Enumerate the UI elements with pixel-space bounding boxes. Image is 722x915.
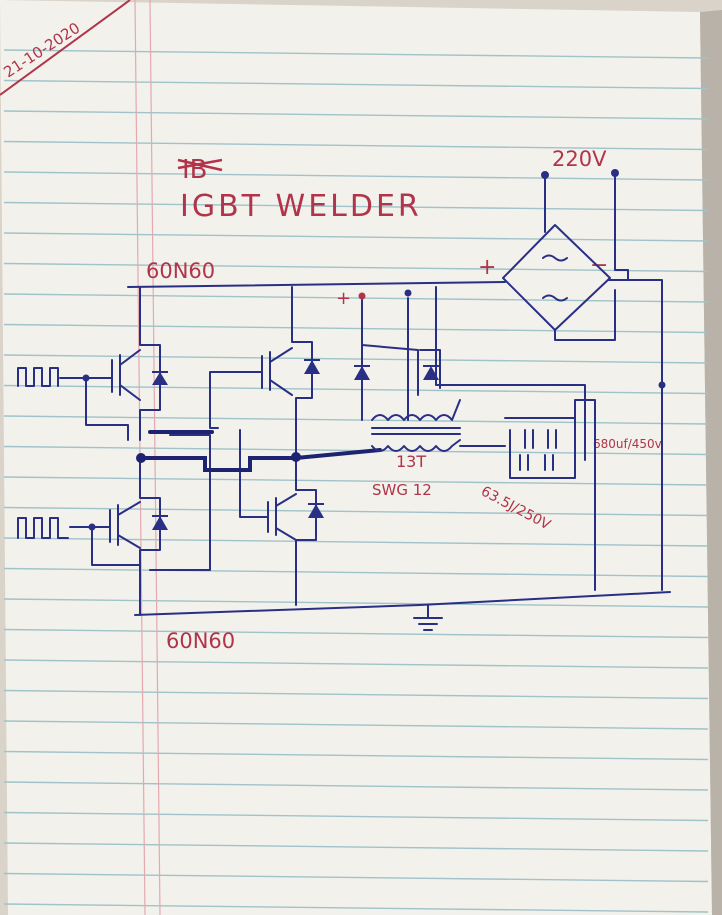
ruled-line xyxy=(3,140,709,151)
ruled-line xyxy=(3,171,709,181)
ruled-line xyxy=(3,506,709,517)
ruled-line xyxy=(3,689,709,700)
turns-label: 13T xyxy=(396,452,426,471)
transformer xyxy=(371,286,586,461)
positive-rail xyxy=(127,281,506,288)
ruled-line xyxy=(3,293,709,303)
ruled-line xyxy=(3,232,709,242)
capacitor-bank xyxy=(504,399,596,591)
ruled-line xyxy=(3,659,709,669)
ground-symbol xyxy=(413,604,443,631)
ruled-line xyxy=(3,781,709,791)
ruled-line xyxy=(3,201,709,212)
igbt-right-top xyxy=(209,286,320,456)
page-title: IGBT WELDER xyxy=(180,189,422,224)
ruled-line xyxy=(3,323,709,334)
top-igbt-label: 60N60 xyxy=(146,259,215,283)
ruled-line xyxy=(3,903,709,913)
ruled-line xyxy=(3,872,709,883)
title-block: IB IGBT WELDER xyxy=(177,155,422,224)
ruled-line xyxy=(3,476,709,486)
ruled-line xyxy=(3,49,709,59)
bridge-plus-label: + xyxy=(478,255,496,280)
circuit xyxy=(17,169,671,631)
pulse-input-bottom xyxy=(17,517,69,539)
ruled-line xyxy=(3,842,709,852)
struck-title: IB xyxy=(182,155,208,185)
ruled-line xyxy=(3,567,709,578)
ruled-line xyxy=(3,811,709,822)
ruled-line xyxy=(3,598,709,608)
ruled-line xyxy=(3,415,709,425)
igbt-left-top xyxy=(59,286,168,441)
ruled-line xyxy=(3,79,709,90)
ground-rail xyxy=(134,591,671,616)
ruled-line xyxy=(3,110,709,120)
mains-voltage-label: 220V xyxy=(552,147,607,171)
ruled-line xyxy=(3,262,709,273)
bridge-rectifier xyxy=(502,169,666,591)
ruled-line xyxy=(3,354,709,364)
igbt-right-bottom xyxy=(239,429,324,606)
bottom-igbt-label: 60N60 xyxy=(166,629,235,653)
ruled-line xyxy=(3,628,709,639)
gauge-label: SWG 12 xyxy=(372,481,432,499)
igbt-left-bottom xyxy=(69,434,211,616)
ruled-lines xyxy=(3,49,709,913)
pulse-input-top xyxy=(17,367,59,387)
output-diodes xyxy=(354,289,441,421)
output-plus-label: + xyxy=(336,288,351,309)
ruled-line xyxy=(3,537,709,547)
bus-cap-label: 680uf/450v xyxy=(593,437,662,451)
ruled-line xyxy=(3,720,709,730)
ruled-line xyxy=(3,750,709,761)
